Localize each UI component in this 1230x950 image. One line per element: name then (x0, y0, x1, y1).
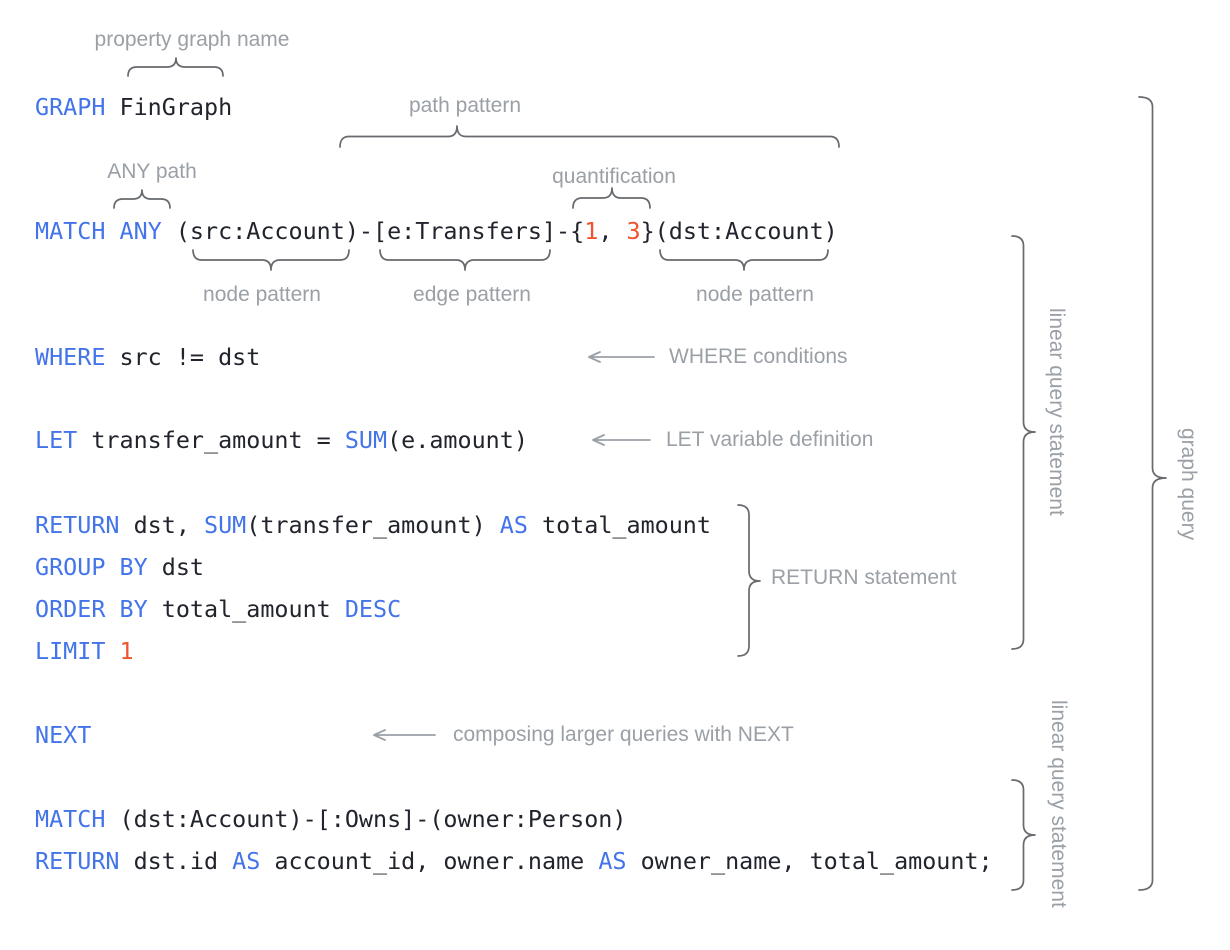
brace-return-statement (737, 504, 761, 657)
code-line-match-any: MATCH ANY (src:Account)-[e:Transfers]-{1… (35, 217, 838, 245)
code-line-let: LET transfer_amount = SUM(e.amount) (35, 426, 528, 454)
code-line-limit: LIMIT 1 (35, 637, 134, 665)
code-line-final-return: RETURN dst.id AS account_id, owner.name … (35, 847, 993, 875)
code-line-next: NEXT (35, 721, 92, 749)
code-line-graph-clause: GRAPH FinGraph (35, 93, 233, 121)
label-composing-with-next: composing larger queries with NEXT (453, 723, 794, 746)
where-conditions-arrow-icon (588, 351, 655, 363)
label-let-variable-definition: LET variable definition (666, 428, 874, 451)
let-definition-arrow-icon (592, 434, 651, 446)
code-line-group-by: GROUP BY dst (35, 553, 205, 581)
label-graph-query: graph query (1177, 428, 1200, 541)
label-edge-pattern: edge pattern (413, 283, 531, 306)
label-where-conditions: WHERE conditions (669, 345, 848, 368)
code-line-where: WHERE src != dst (35, 343, 261, 371)
label-return-statement: RETURN statement (771, 566, 957, 589)
brace-linear-query-statement-top (1011, 235, 1036, 650)
label-node-pattern-right: node pattern (696, 283, 814, 306)
code-line-order-by: ORDER BY total_amount DESC (35, 595, 402, 623)
brace-node-pattern-left (192, 249, 350, 271)
code-line-return: RETURN dst, SUM(transfer_amount) AS tota… (35, 511, 711, 539)
label-path-pattern: path pattern (408, 94, 522, 117)
label-property-graph-name: property graph name (94, 28, 290, 51)
brace-property-graph-name (127, 57, 224, 77)
brace-any-path (113, 189, 171, 209)
label-any-path: ANY path (107, 160, 197, 183)
brace-quantification (572, 187, 651, 209)
brace-linear-query-statement-bottom (1011, 779, 1036, 891)
label-linear-query-statement-bottom: linear query statement (1047, 700, 1070, 908)
label-quantification: quantification (552, 165, 676, 188)
brace-graph-query (1138, 96, 1167, 891)
code-line-match-owns: MATCH (dst:Account)-[:Owns]-(owner:Perso… (35, 805, 627, 833)
brace-node-pattern-right (659, 249, 829, 271)
next-composing-arrow-icon (373, 729, 436, 741)
brace-path-pattern (339, 125, 840, 148)
label-node-pattern-left: node pattern (203, 283, 321, 306)
brace-edge-pattern (379, 249, 551, 271)
label-linear-query-statement-top: linear query statement (1045, 308, 1068, 516)
